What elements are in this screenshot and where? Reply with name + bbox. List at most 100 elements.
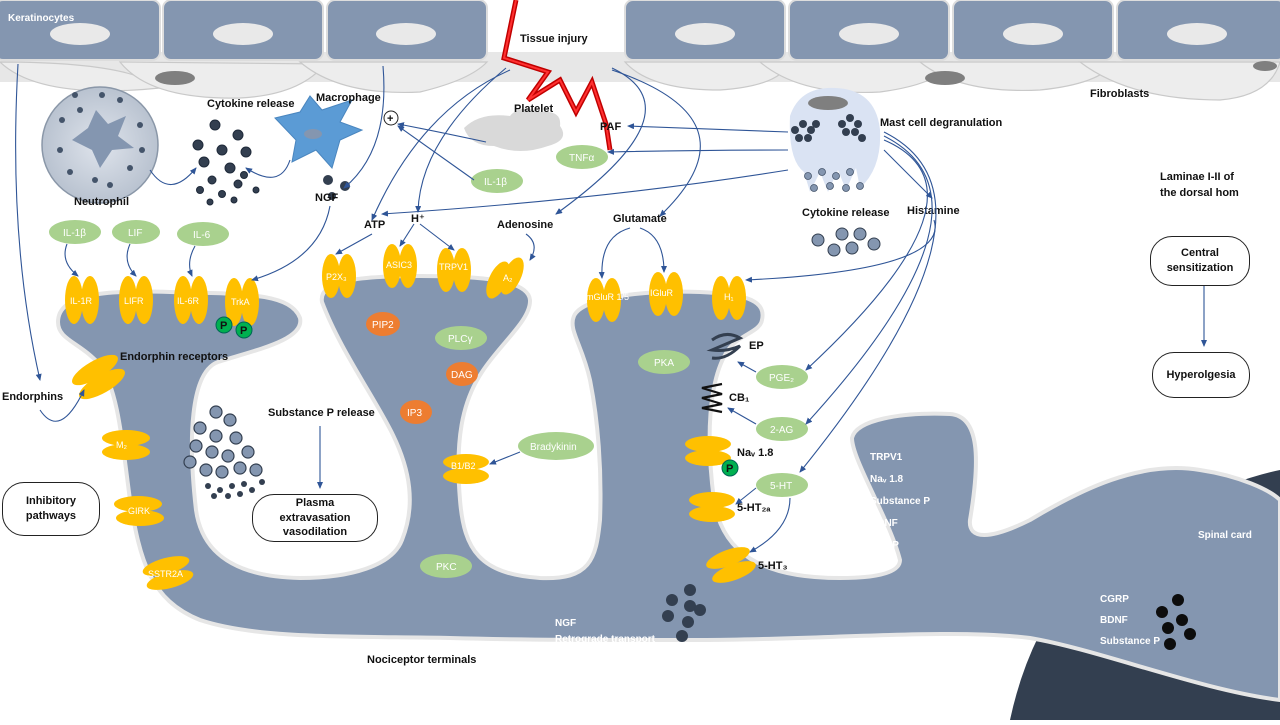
terminal-list-item: CGRP (870, 540, 899, 551)
receptor-b1b2-label: B1/B2 (451, 461, 476, 471)
histamine-label: Histamine (907, 205, 960, 217)
receptor-p2x3 (322, 254, 356, 298)
receptor-endorphin-label: Endorphin receptors (120, 351, 228, 363)
two-ag-badge (756, 417, 808, 441)
mast-cell (789, 87, 881, 192)
receptor-nav18 (685, 436, 731, 466)
bradykinin-badge (518, 432, 594, 460)
receptor-il6r (174, 276, 208, 324)
substance-p-small-vesicles (205, 479, 265, 499)
receptor-mglur-label: mGluR 1/5 (586, 292, 629, 302)
laminae-label-line1: Laminae I-II of (1160, 171, 1234, 183)
h-plus-label: H⁺ (411, 213, 425, 225)
receptor-a2 (486, 257, 524, 299)
substance-p-vesicles (183, 405, 263, 479)
plcg-label: PLCγ (448, 334, 472, 345)
ip3-badge (400, 400, 432, 424)
lif-badge (112, 220, 160, 244)
laminae-label-line2: the dorsal hom (1160, 187, 1239, 199)
receptor-il1r-label: IL-1R (70, 296, 93, 306)
cytokine-release-left-label: Cytokine release (207, 98, 294, 110)
terminal-mediator-list: TRPV1 Naᵥ 1.8 Substance P BDNF CGRP (870, 452, 930, 551)
pip2-badge (366, 312, 400, 336)
cytokine-granules-left (192, 119, 260, 206)
tnfa-label: TNFα (569, 153, 594, 164)
receptor-girk-label: GIRK (128, 506, 150, 516)
nav18-label: Naᵥ 1.8 (737, 447, 773, 459)
terminal-list-item: BDNF (870, 518, 898, 529)
phospho-badge-3-label: P (726, 463, 733, 475)
basal-cell-row (0, 61, 1280, 101)
receptor-endorphin-text: Endorphin receptors (120, 351, 228, 363)
five-ht-label: 5-HT (770, 481, 792, 492)
retrograde-transport-label: Retrograde transport (555, 634, 656, 645)
endorphins-label: Endorphins (2, 391, 63, 403)
nociceptor-neuron-body (55, 273, 1280, 703)
receptor-trka (225, 278, 259, 326)
terminal-list-item: TRPV1 (870, 452, 903, 463)
receptor-m2 (102, 430, 150, 460)
spinal-list-item: BDNF (1100, 615, 1128, 626)
spinal-list-item: Substance P (1100, 636, 1160, 647)
phospho-badge-1-label: P (220, 320, 227, 332)
basal-nucleus-row (155, 61, 1277, 85)
pkc-badge (420, 554, 472, 578)
receptor-lifr-label: LIFR (124, 296, 144, 306)
tissue-injury-label: Tissue injury (520, 33, 589, 45)
hyperolgesia-box: Hyperolgesia (1152, 352, 1250, 398)
terminal-list-item: Naᵥ 1.8 (870, 474, 904, 485)
inhibitory-pathways-box: Inhibitory pathways (2, 482, 100, 536)
neutrophil-label: Neutrophil (74, 196, 129, 208)
receptor-il6r-label: IL-6R (177, 296, 200, 306)
macrophage-label: Macrophage (316, 92, 381, 104)
cytokine-granules-right (811, 227, 881, 257)
plasma-extravasation-text: Plasma extravasation vasodilation (279, 496, 351, 539)
phospho-badge-1 (215, 316, 233, 334)
il1b-mid-badge (471, 169, 523, 193)
ngf-label: NGF (315, 192, 339, 204)
pathway-arrows (15, 63, 1207, 553)
phospho-badge-2 (235, 321, 253, 339)
fibroblast-cell-row (624, 0, 1280, 61)
receptor-il1r (65, 276, 99, 324)
il6-badge (177, 222, 229, 246)
receptor-lifr (119, 276, 153, 324)
keratinocyte-cell-row (0, 0, 488, 61)
il1b-mid-label: IL-1β (484, 177, 507, 188)
phospho-badge-3 (721, 459, 739, 477)
receptor-m2-label: M₂ (116, 440, 127, 450)
spinal-card-label: Spinal card (1198, 530, 1252, 541)
substance-p-release-label: Substance P release (268, 407, 375, 419)
pka-badge (638, 350, 690, 374)
receptor-sstr2a-label: SSTR2A (148, 569, 183, 579)
skin-cell-layer (0, 0, 1280, 101)
five-ht-badge (756, 473, 808, 497)
plus-sign: + (387, 113, 393, 125)
il6-label: IL-6 (193, 230, 211, 241)
cb1-receptor-coil (701, 382, 723, 414)
platelet-label: Platelet (514, 103, 553, 115)
atp-label: ATP (364, 219, 385, 231)
pip2-label: PIP2 (372, 320, 394, 331)
receptor-trpv1 (437, 248, 471, 292)
dag-badge (446, 362, 478, 386)
il1b-label: IL-1β (63, 228, 86, 239)
phospho-badge-2-label: P (240, 325, 247, 337)
receptor-ht3 (706, 547, 756, 583)
pge2-label: PGE₂ (769, 373, 794, 384)
cb1-label: CB₁ (729, 392, 750, 404)
receptor-a2-label: A₂ (503, 273, 513, 283)
ip3-label: IP3 (407, 408, 422, 419)
dag-label: DAG (451, 370, 473, 381)
receptor-girk (114, 496, 164, 526)
retrograde-ngf-vesicles (662, 584, 706, 642)
pge2-badge (756, 365, 808, 389)
plus-sign-circle (383, 110, 399, 126)
bradykinin-label: Bradykinin (530, 442, 577, 453)
two-ag-label: 2-AG (770, 425, 794, 436)
central-sensitization-text: Central sensitization (1166, 247, 1234, 274)
neutrophil-cell (41, 86, 159, 204)
ht3-label: 5-HT₃ (758, 560, 788, 572)
